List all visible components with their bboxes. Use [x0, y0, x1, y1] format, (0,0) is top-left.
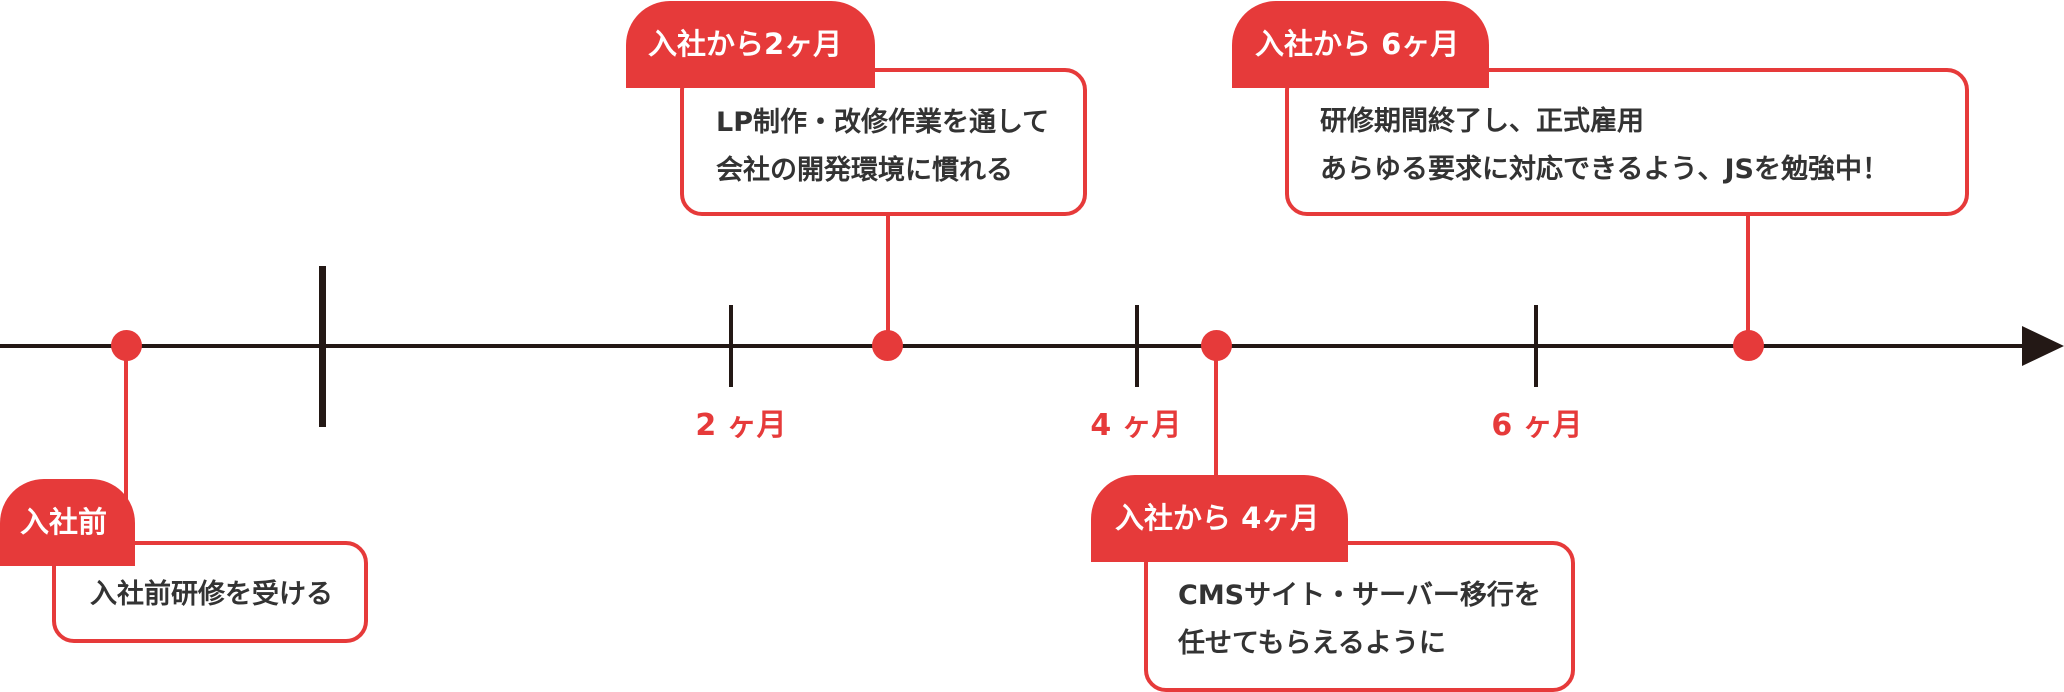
event-connector-6-months [1746, 215, 1750, 345]
event-tag-4-months: 入社から 4ヶ月 [1091, 475, 1348, 562]
event-dot-4-months [1201, 330, 1232, 361]
event-tag-6-months: 入社から 6ヶ月 [1232, 1, 1489, 88]
timeline-tick-4-months [1135, 305, 1139, 387]
tick-label-2-months: 2 ヶ月 [695, 408, 787, 443]
timeline-tick-6-months [1534, 305, 1538, 387]
event-description-line: 入社前研修を受ける [90, 579, 333, 610]
event-card-4-months: CMSサイト・サーバー移行を 任せてもらえるように [1144, 541, 1575, 692]
event-dot-before-joining [111, 330, 142, 361]
tick-label-4-months: 4 ヶ月 [1090, 408, 1182, 443]
event-connector-before-joining [124, 345, 128, 500]
event-description-line: 会社の開発環境に慣れる [716, 155, 1013, 186]
event-description-line: 研修期間終了し、正式雇用 [1320, 106, 1644, 137]
timeline-tick-2-months [729, 305, 733, 387]
event-card-6-months: 研修期間終了し、正式雇用 あらゆる要求に対応できるよう、JSを勉強中！ [1285, 68, 1969, 216]
arrow-right-icon [2022, 326, 2064, 366]
timeline-start-marker [319, 266, 326, 427]
event-dot-6-months [1733, 330, 1764, 361]
event-connector-2-months [886, 215, 890, 345]
event-description-line: 任せてもらえるように [1178, 628, 1446, 659]
event-dot-2-months [872, 330, 903, 361]
event-description-line: あらゆる要求に対応できるよう、JSを勉強中！ [1320, 154, 1889, 185]
event-tag-2-months: 入社から2ヶ月 [626, 1, 875, 88]
event-card-before-joining: 入社前研修を受ける [52, 541, 368, 643]
event-description-line: LP制作・改修作業を通して [716, 107, 1050, 138]
event-card-2-months: LP制作・改修作業を通して 会社の開発環境に慣れる [680, 68, 1087, 216]
event-description-line: CMSサイト・サーバー移行を [1178, 580, 1541, 611]
tick-label-6-months: 6 ヶ月 [1491, 408, 1583, 443]
event-connector-4-months [1214, 345, 1218, 475]
event-tag-before-joining: 入社前 [0, 479, 135, 566]
timeline-axis-line [0, 344, 2026, 348]
